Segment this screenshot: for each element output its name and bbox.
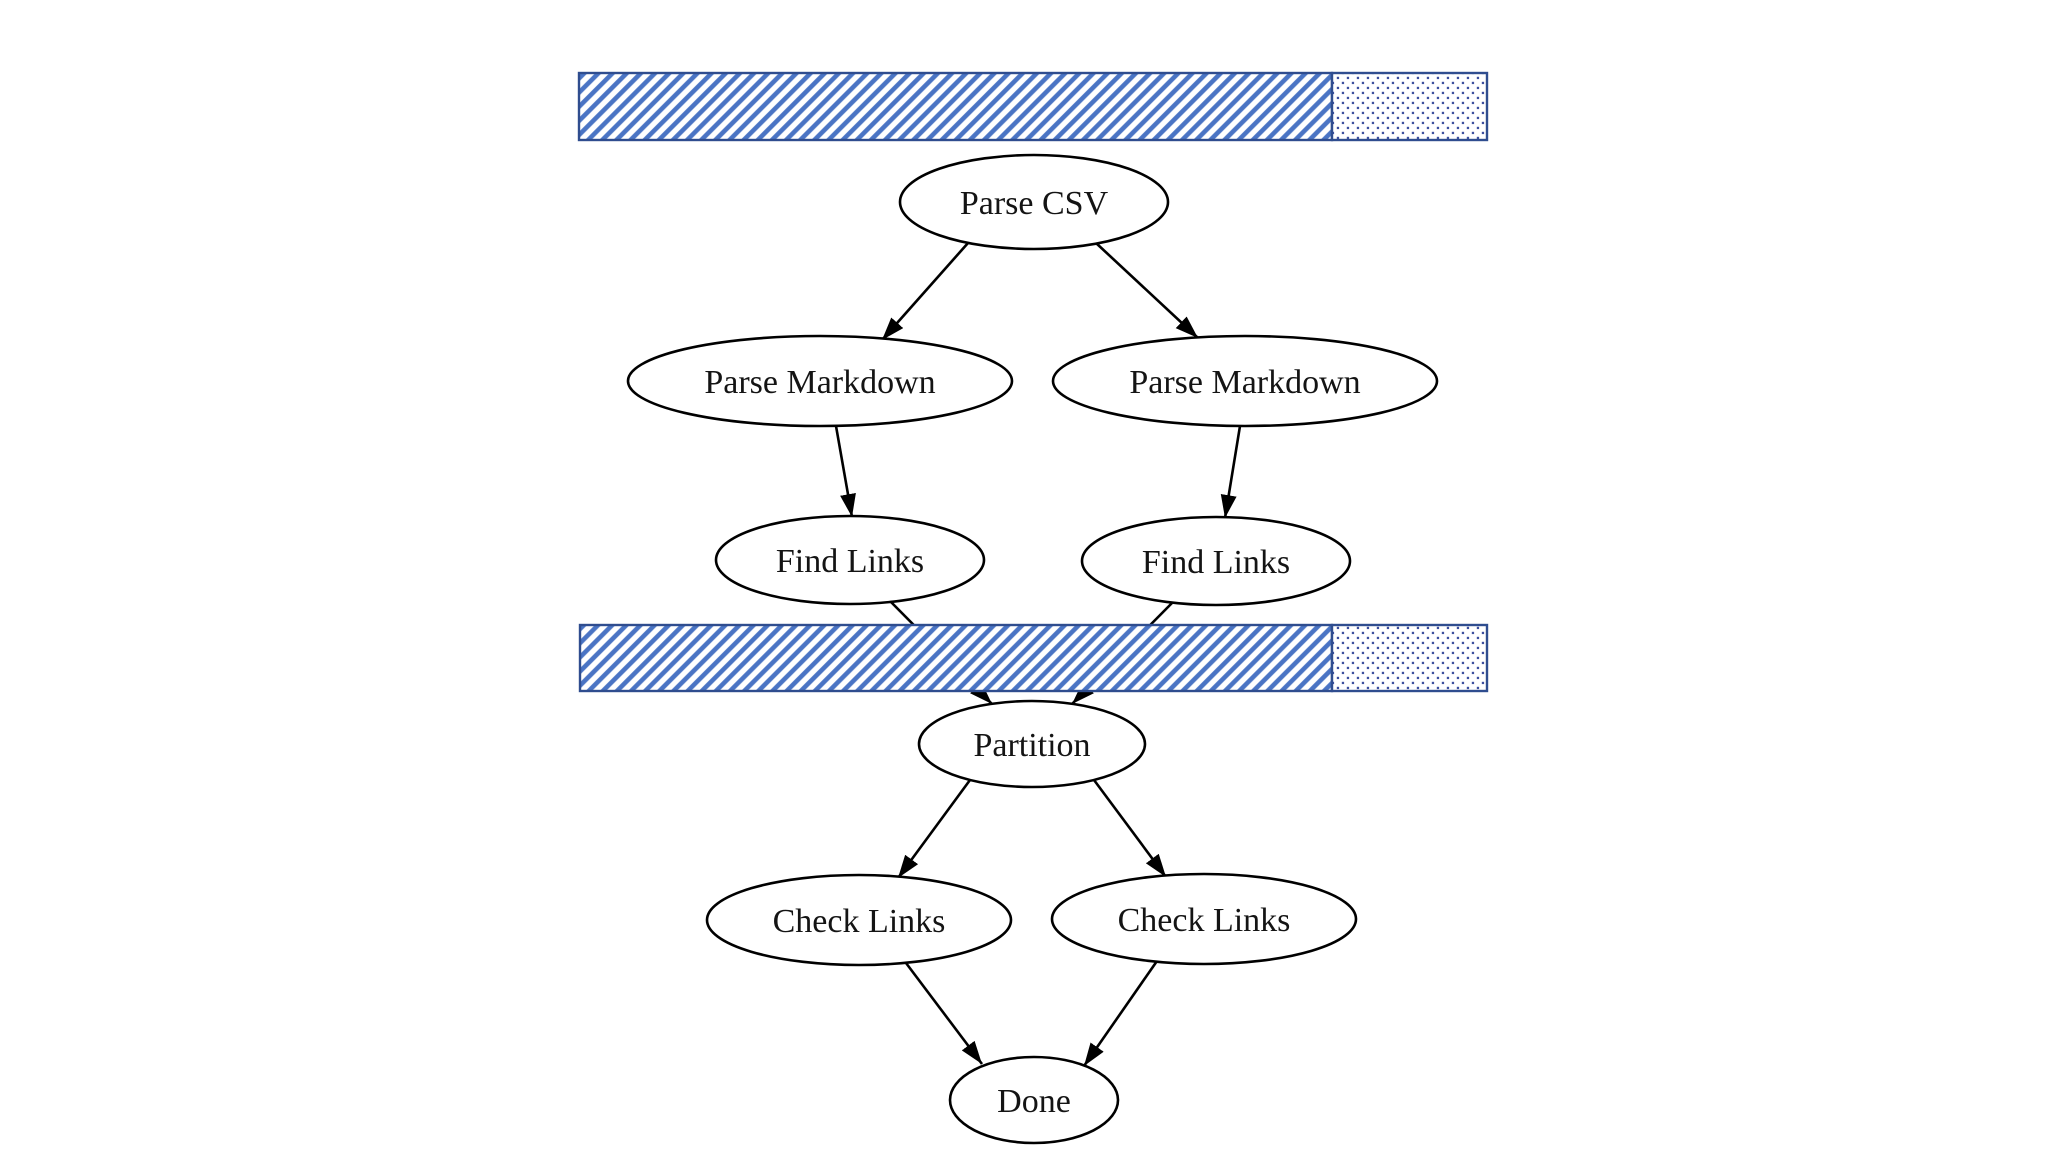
node-parse-csv-label: Parse CSV xyxy=(960,185,1109,222)
node-parse-markdown-left-shape xyxy=(626,334,1014,428)
edge-check-links-right-to-done xyxy=(1082,960,1159,1067)
edge-partition-to-check-links-right xyxy=(1092,779,1168,878)
node-check-links-left-shape xyxy=(705,873,1013,967)
node-parse-markdown-right: Parse Markdown xyxy=(1051,334,1439,428)
edge-parse-csv-to-parse-markdown-right xyxy=(1095,242,1199,339)
progress-bar-top-filled-segment xyxy=(577,71,1334,142)
progress-bar-middle-remaining-segment xyxy=(1330,623,1489,693)
edge-parse-markdown-right-to-find-links-right xyxy=(1220,425,1242,519)
node-check-links-right-label: Check Links xyxy=(1118,902,1291,939)
edge-check-links-left-to-done xyxy=(904,962,984,1065)
node-find-links-right-label: Find Links xyxy=(1142,544,1290,581)
node-check-links-right-shape xyxy=(1050,872,1358,966)
node-done: Done xyxy=(948,1055,1120,1145)
node-find-links-left-shape xyxy=(714,514,986,606)
node-parse-markdown-right-label: Parse Markdown xyxy=(1129,364,1360,401)
node-check-links-left-label: Check Links xyxy=(773,903,946,940)
node-find-links-right-shape xyxy=(1080,515,1352,607)
edge-parse-csv-to-parse-markdown-left xyxy=(881,242,969,341)
node-find-links-right: Find Links xyxy=(1080,515,1352,607)
node-check-links-left: Check Links xyxy=(705,873,1013,967)
progress-bar-top xyxy=(577,71,1489,142)
node-parse-markdown-left: Parse Markdown xyxy=(626,334,1014,428)
node-partition-label: Partition xyxy=(973,727,1090,764)
edge-parse-markdown-left-to-find-links-left xyxy=(834,425,856,518)
node-find-links-left: Find Links xyxy=(714,514,986,606)
node-partition: Partition xyxy=(917,699,1147,789)
progress-bar-middle xyxy=(578,623,1489,693)
node-parse-csv-shape xyxy=(898,153,1170,251)
node-done-label: Done xyxy=(997,1083,1071,1120)
node-parse-markdown-right-shape xyxy=(1051,334,1439,428)
node-done-shape xyxy=(948,1055,1120,1145)
progress-bar-top-remaining-segment xyxy=(1330,71,1489,142)
node-parse-markdown-left-label: Parse Markdown xyxy=(704,364,935,401)
edge-partition-to-check-links-left xyxy=(896,779,972,879)
progress-bar-middle-filled-segment xyxy=(578,623,1334,693)
node-check-links-right: Check Links xyxy=(1050,872,1358,966)
node-partition-shape xyxy=(917,699,1147,789)
node-parse-csv: Parse CSV xyxy=(898,153,1170,251)
node-find-links-left-label: Find Links xyxy=(776,543,924,580)
